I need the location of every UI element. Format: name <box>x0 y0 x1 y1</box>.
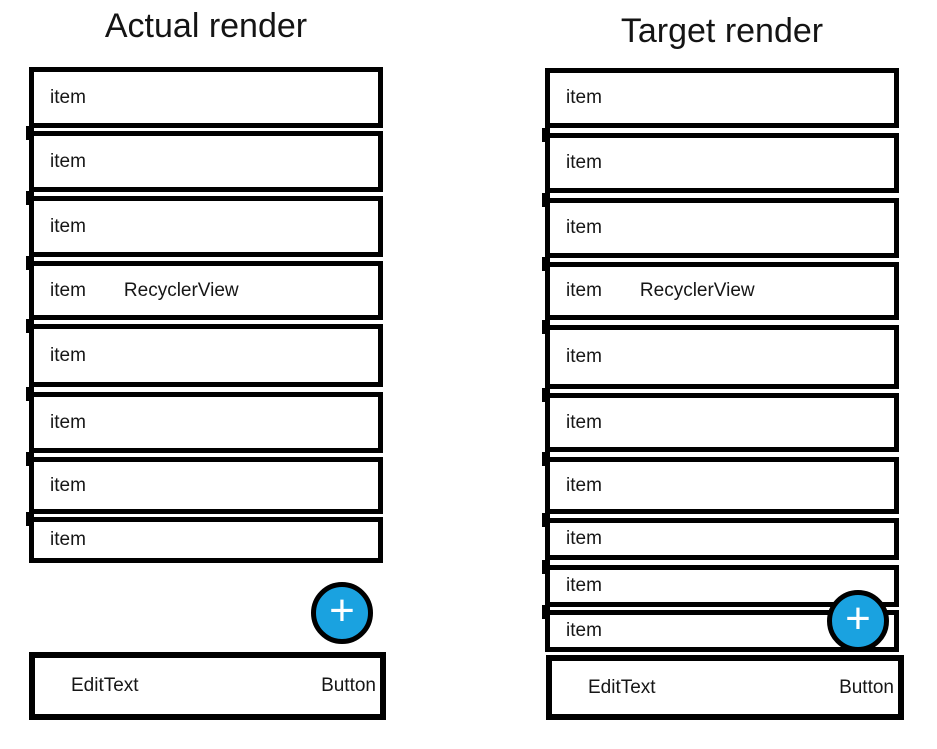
recyclerview-label: RecyclerView <box>123 279 239 301</box>
list-item-label: item <box>566 217 602 238</box>
list-item-label: item <box>50 411 86 433</box>
panel-title: Target render <box>620 12 824 50</box>
edittext-field[interactable]: EditText <box>71 675 139 696</box>
edittext-field[interactable]: EditText <box>588 676 656 698</box>
list-item[interactable]: item <box>26 319 383 387</box>
list-item-label: item <box>566 280 602 301</box>
list-item[interactable]: item <box>542 388 899 452</box>
recyclerview-label: RecyclerView <box>639 280 755 301</box>
fab-add-button[interactable]: + <box>827 590 889 652</box>
list-item[interactable]: item <box>26 126 383 192</box>
list-item-label: item <box>566 474 602 496</box>
list-item[interactable]: item <box>542 513 899 560</box>
input-bar: EditText Button <box>546 655 904 720</box>
list-item[interactable]: item <box>542 128 899 193</box>
list-item-label: item <box>50 529 86 550</box>
list-item[interactable]: item <box>542 452 899 514</box>
input-bar: EditText Button <box>29 652 386 720</box>
list-item[interactable]: item <box>542 560 899 607</box>
list-item-label: item <box>50 86 86 108</box>
list-item-label: item <box>50 279 86 301</box>
list-item-label: item <box>50 344 86 366</box>
list-item-label: item <box>50 474 86 496</box>
list-item[interactable]: item RecyclerView <box>26 256 383 320</box>
list-item-label: item <box>50 150 86 172</box>
button[interactable]: Button <box>839 676 894 698</box>
list-item[interactable]: item <box>26 387 383 453</box>
list-item[interactable]: item <box>542 193 899 258</box>
list-item-label: item <box>50 215 86 237</box>
list-item-label: item <box>566 620 602 641</box>
list-item[interactable]: item <box>26 191 383 257</box>
list-item-label: item <box>566 346 602 367</box>
list-item[interactable]: item RecyclerView <box>542 257 899 320</box>
list-item[interactable]: item <box>542 320 899 389</box>
list-item-label: item <box>566 87 602 108</box>
list-item[interactable]: item <box>26 452 383 514</box>
button[interactable]: Button <box>321 675 376 696</box>
list-item[interactable]: item <box>26 512 383 563</box>
plus-icon: + <box>329 586 355 635</box>
list-item-label: item <box>566 152 602 173</box>
panel-title: Actual render <box>104 7 308 45</box>
list-item-label: item <box>566 411 602 433</box>
list-item[interactable]: item <box>545 68 899 128</box>
list-item[interactable]: item <box>29 67 383 128</box>
list-item-label: item <box>566 575 602 596</box>
list-item-label: item <box>566 528 602 549</box>
plus-icon: + <box>845 594 871 643</box>
fab-add-button[interactable]: + <box>311 582 373 644</box>
